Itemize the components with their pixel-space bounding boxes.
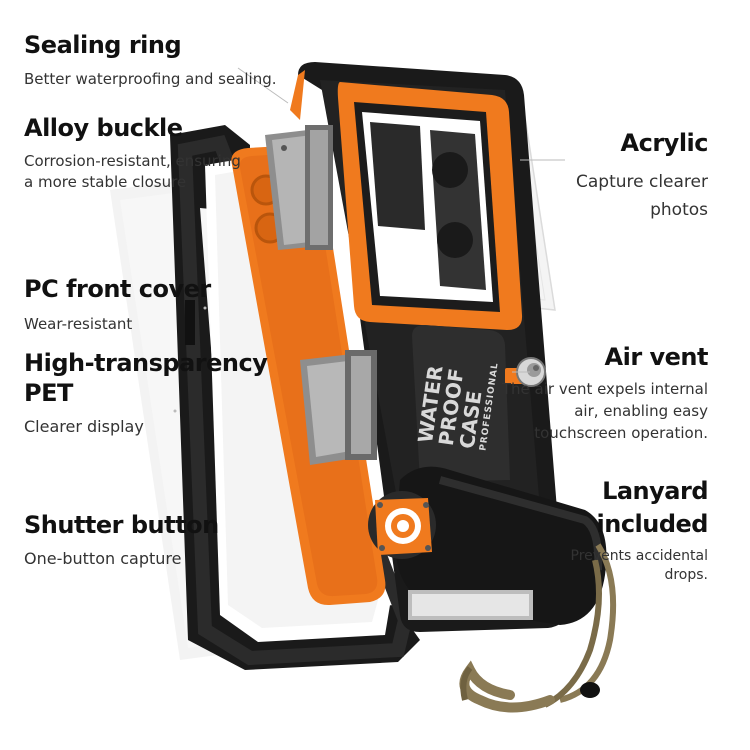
feature-acrylic: Acrylic Capture clearer photos <box>576 128 709 224</box>
alloy-buckle-title: Alloy buckle <box>24 114 183 142</box>
alloy-buckle-bottom <box>300 350 377 465</box>
air-vent-title: Air vent <box>604 343 709 371</box>
feature-pet: High-transparency PET Clearer display <box>24 348 268 437</box>
sealing-ring-title: Sealing ring <box>24 31 182 59</box>
leader-lines <box>173 67 565 413</box>
air-vent-knob <box>505 357 546 387</box>
lanyard-title: Lanyard included <box>571 475 709 541</box>
shutter-button-title: Shutter button <box>24 511 219 539</box>
feature-sealing-ring: Sealing ring Better waterproofing and se… <box>24 30 277 90</box>
case-housing <box>290 62 566 632</box>
feature-alloy-buckle: Alloy buckle Corrosion-resistant, ensuri… <box>24 113 241 193</box>
air-vent-desc-line3: touchscreen operation. <box>534 424 708 442</box>
alloy-buckle-top <box>265 125 333 250</box>
alloy-buckle-desc-line2: a more stable closure <box>24 173 187 191</box>
feature-pc-front-cover: PC front cover Wear-resistant <box>24 274 211 335</box>
feature-lanyard: Lanyard included Prevents accidental dro… <box>571 475 709 585</box>
pet-desc: Clearer display <box>24 417 144 436</box>
alloy-buckle-desc: Corrosion-resistant, ensuring a more sta… <box>24 151 241 193</box>
pc-front-cover-desc: Wear-resistant <box>24 315 133 333</box>
air-vent-desc: The air vent expels internal air, enabli… <box>502 378 708 444</box>
lanyard-title-line2: included <box>596 510 709 538</box>
lanyard-title-line1: Lanyard <box>602 477 708 505</box>
acrylic-desc-line1: Capture clearer <box>575 172 708 192</box>
lanyard-desc: Prevents accidental drops. <box>571 547 708 585</box>
shutter-button-desc: One-button capture <box>24 549 182 568</box>
alloy-buckle-desc-line1: Corrosion-resistant, ensuring <box>24 152 241 170</box>
feature-air-vent: Air vent The air vent expels internal ai… <box>502 342 709 444</box>
pet-title-line1: High-transparency <box>24 349 268 377</box>
air-vent-desc-line1: The air vent expels internal <box>501 380 708 398</box>
pet-title-line2: PET <box>24 379 73 407</box>
feature-shutter-button: Shutter button One-button capture <box>24 510 219 569</box>
acrylic-desc-line2: photos <box>650 200 708 220</box>
grip-handle <box>368 466 607 625</box>
air-vent-desc-line2: air, enabling easy <box>574 402 708 420</box>
lanyard-strap <box>459 543 617 713</box>
pc-front-cover-title: PC front cover <box>24 275 211 303</box>
lanyard-desc-line2: drops. <box>664 567 708 583</box>
acrylic-title: Acrylic <box>620 129 709 157</box>
acrylic-desc: Capture clearer photos <box>576 168 708 224</box>
pet-title: High-transparency PET <box>24 348 268 408</box>
lanyard-desc-line1: Prevents accidental <box>570 548 708 564</box>
sealing-ring-desc: Better waterproofing and sealing. <box>24 70 277 88</box>
